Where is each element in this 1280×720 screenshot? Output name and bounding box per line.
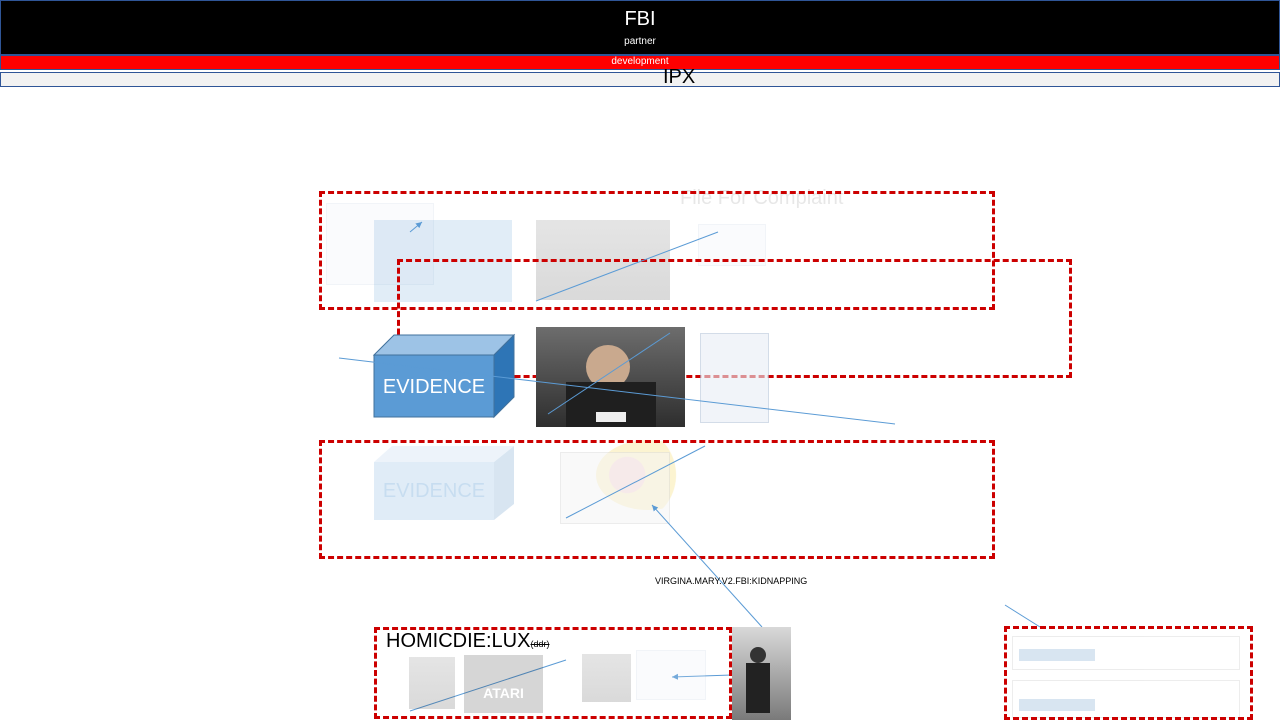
- homicide-box: [374, 627, 732, 719]
- homicide-label-suffix: (ddr): [530, 639, 550, 649]
- highlight-box-right: [1004, 626, 1253, 720]
- screenshot-thumbnail: [326, 203, 434, 285]
- hearing-photo: [536, 327, 685, 427]
- highlight-box-lower: [319, 440, 995, 559]
- highlight-box-top: [319, 191, 995, 310]
- evidence-cube-faded: [374, 446, 514, 520]
- document-thumbnail-3: [636, 650, 706, 700]
- homicide-label-text: HOMICDIE:LUX: [386, 630, 531, 652]
- street-photo: [732, 627, 791, 720]
- header-subtitle: partner: [624, 36, 656, 47]
- atari-thumbnail: ATARI: [464, 655, 543, 713]
- header-bar: [0, 0, 1280, 55]
- header-title: FBI: [624, 8, 656, 30]
- photo-thumbnail-3: [409, 657, 455, 709]
- portrait-thumbnail: [582, 654, 631, 702]
- homicide-label: HOMICDIE:LUX(ddr): [386, 630, 549, 653]
- ipx-label: IPX: [663, 66, 696, 88]
- atari-label: ATARI: [483, 685, 524, 701]
- case-label: VIRGINA.MARY.V2.FBI:KIDNAPPING: [655, 576, 808, 586]
- evidence-label-faded: EVIDENCE: [382, 480, 486, 502]
- evidence-label: EVIDENCE: [382, 376, 486, 398]
- form-panel-top: [1012, 636, 1240, 670]
- development-label: development: [611, 56, 669, 67]
- evidence-cube: [372, 333, 516, 419]
